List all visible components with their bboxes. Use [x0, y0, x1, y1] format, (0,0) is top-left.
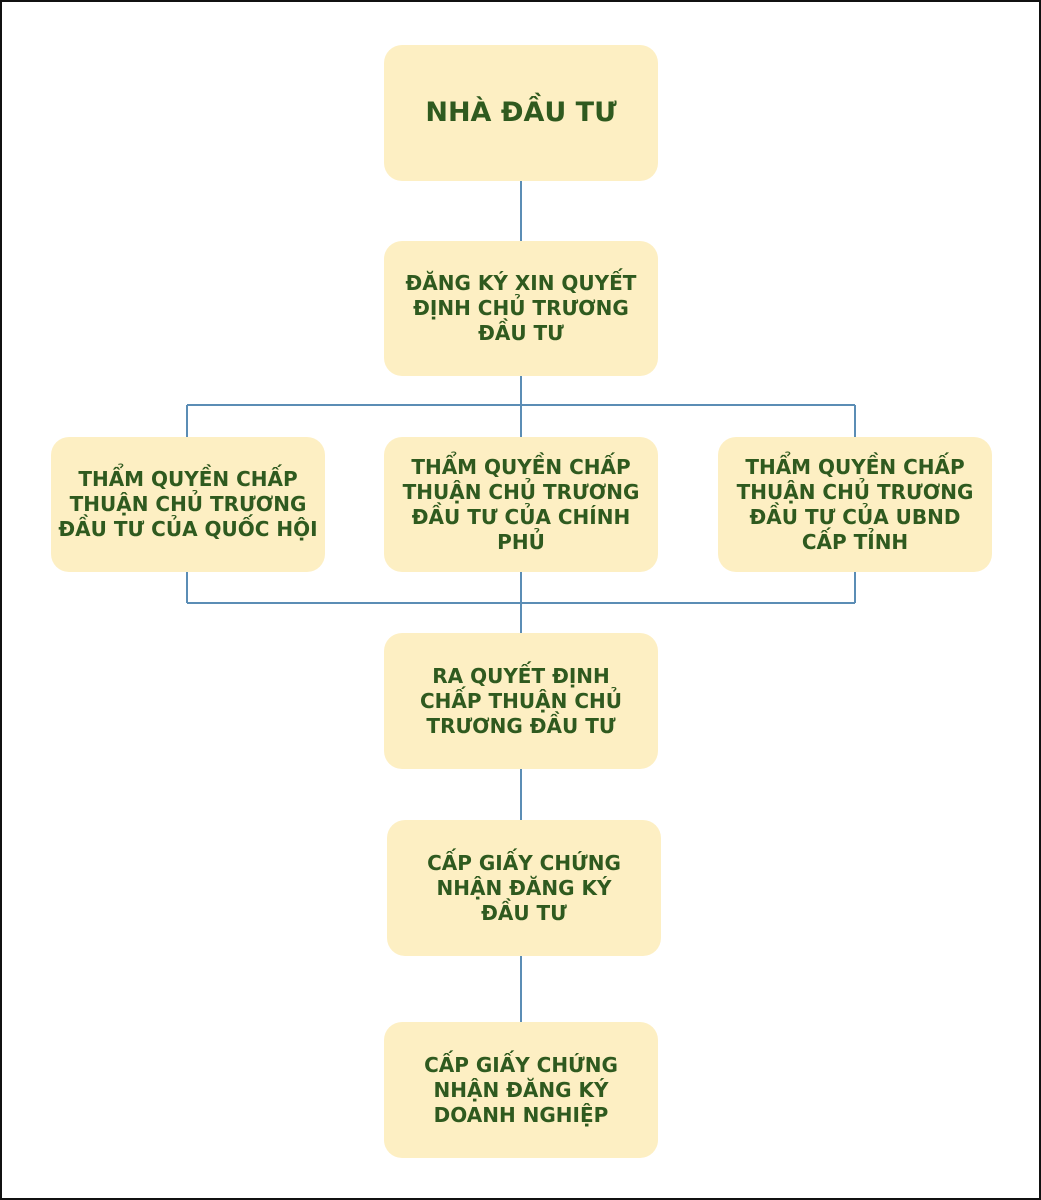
investor-label: NHÀ ĐẦU TƯ	[425, 97, 617, 129]
register-node: ĐĂNG KÝ XIN QUYẾT ĐỊNH CHỦ TRƯƠNG ĐẦU TƯ	[384, 241, 658, 376]
national-assembly-label: THẨM QUYỀN CHẤP THUẬN CHỦ TRƯƠNG ĐẦU TƯ …	[58, 467, 318, 541]
investment-certificate-node: CẤP GIẤY CHỨNG NHẬN ĐĂNG KÝ ĐẦU TƯ	[387, 820, 661, 956]
government-label: THẨM QUYỀN CHẤP THUẬN CHỦ TRƯƠNG ĐẦU TƯ …	[402, 454, 640, 554]
provincial-label: THẨM QUYỀN CHẤP THUẬN CHỦ TRƯƠNG ĐẦU TƯ …	[736, 454, 974, 554]
investment-certificate-label: CẤP GIẤY CHỨNG NHẬN ĐĂNG KÝ ĐẦU TƯ	[427, 850, 621, 925]
business-certificate-node: CẤP GIẤY CHỨNG NHẬN ĐĂNG KÝ DOANH NGHIỆP	[384, 1022, 658, 1158]
government-node: THẨM QUYỀN CHẤP THUẬN CHỦ TRƯƠNG ĐẦU TƯ …	[384, 437, 658, 572]
decision-label: RA QUYẾT ĐỊNH CHẤP THUẬN CHỦ TRƯƠNG ĐẦU …	[420, 663, 622, 738]
investor-node: NHÀ ĐẦU TƯ	[384, 45, 658, 181]
decision-node: RA QUYẾT ĐỊNH CHẤP THUẬN CHỦ TRƯƠNG ĐẦU …	[384, 633, 658, 769]
national-assembly-node: THẨM QUYỀN CHẤP THUẬN CHỦ TRƯƠNG ĐẦU TƯ …	[51, 437, 325, 572]
provincial-node: THẨM QUYỀN CHẤP THUẬN CHỦ TRƯƠNG ĐẦU TƯ …	[718, 437, 992, 572]
register-label: ĐĂNG KÝ XIN QUYẾT ĐỊNH CHỦ TRƯƠNG ĐẦU TƯ	[405, 271, 637, 345]
business-certificate-label: CẤP GIẤY CHỨNG NHẬN ĐĂNG KÝ DOANH NGHIỆP	[424, 1052, 618, 1127]
